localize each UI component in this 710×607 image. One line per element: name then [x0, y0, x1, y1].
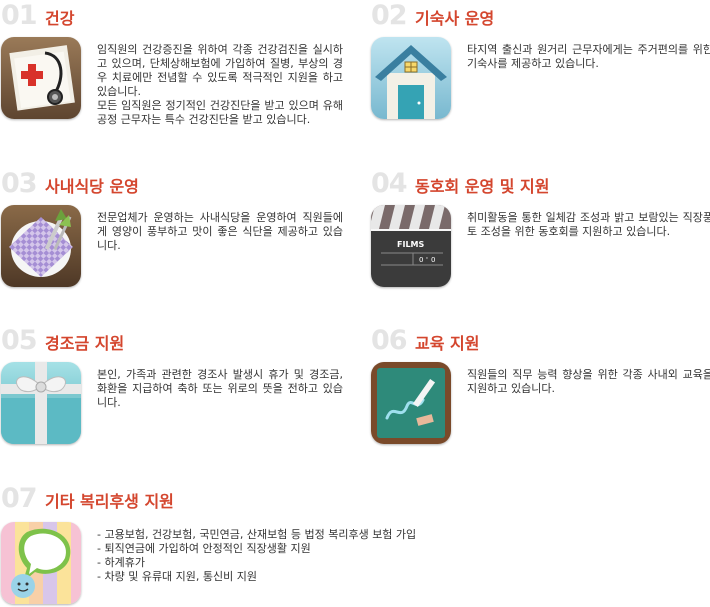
section-title: 사내식당 운영 [45, 177, 139, 196]
house-icon [371, 37, 451, 119]
section-number: 03 [1, 168, 38, 199]
list-item: - 차량 및 유류대 지원, 통신비 지원 [97, 570, 258, 583]
desc-paragraph: 직원들의 직무 능력 향상을 위한 각종 사내외 교육을 지원하고 있습니다. [467, 368, 710, 395]
desc-paragraph: 본인, 가족과 관련한 경조사 발생시 휴가 및 경조금, 화환을 지급하여 축… [97, 368, 343, 409]
section-number: 01 [1, 0, 38, 31]
take-number: 0 [431, 256, 435, 264]
section-title: 건강 [45, 9, 75, 28]
dining-plate-icon [1, 205, 81, 287]
scene-separator: ' [426, 256, 428, 264]
section-title: 교육 지원 [415, 334, 480, 353]
list-item: - 퇴직연금에 가입하여 안정적인 직장생활 지원 [97, 542, 311, 555]
desc-paragraph: 전문업체가 운영하는 사내식당을 운영하여 직원들에게 영양이 풍부하고 맛이 … [97, 211, 343, 252]
section-number: 07 [1, 483, 38, 514]
section-number: 02 [371, 0, 408, 31]
section-description: 타지역 출신과 원거리 근무자에게는 주거편의를 위한 기숙사를 제공하고 있습… [467, 43, 710, 71]
section-description: 전문업체가 운영하는 사내식당을 운영하여 직원들에게 영양이 풍부하고 맛이 … [97, 211, 343, 253]
section-description: 취미활동을 통한 일체감 조성과 밝고 보람있는 직장풍토 조성을 위한 동호회… [467, 211, 710, 239]
section-number: 06 [371, 325, 408, 356]
section-title: 기타 복리후생 지원 [45, 492, 174, 511]
section-title: 동호회 운영 및 지원 [415, 177, 550, 196]
desc-paragraph: 취미활동을 통한 일체감 조성과 밝고 보람있는 직장풍토 조성을 위한 동호회… [467, 211, 710, 238]
list-item: - 하계휴가 [97, 556, 145, 569]
films-label: FILMS [397, 240, 425, 249]
scene-number: 0 [419, 256, 423, 264]
film-clapper-icon: FILMS 0 ' 0 [371, 205, 451, 287]
section-description: 직원들의 직무 능력 향상을 위한 각종 사내외 교육을 지원하고 있습니다. [467, 368, 710, 396]
section-description: 본인, 가족과 관련한 경조사 발생시 휴가 및 경조금, 화환을 지급하여 축… [97, 368, 343, 410]
section-number: 04 [371, 168, 408, 199]
section-description: 임직원의 건강증진을 위하여 각종 건강검진을 실시하고 있으며, 단체상해보험… [97, 43, 343, 127]
medical-kit-icon [1, 37, 81, 119]
desc-paragraph: 타지역 출신과 원거리 근무자에게는 주거편의를 위한 기숙사를 제공하고 있습… [467, 43, 710, 70]
benefit-list: - 고용보험, 건강보험, 국민연금, 산재보험 등 법정 복리후생 보험 가입… [97, 528, 517, 584]
desc-paragraph: 임직원의 건강증진을 위하여 각종 건강검진을 실시하고 있으며, 단체상해보험… [97, 43, 343, 98]
list-item: - 고용보험, 건강보험, 국민연금, 산재보험 등 법정 복리후생 보험 가입 [97, 528, 417, 541]
section-title: 기숙사 운영 [415, 9, 495, 28]
section-number: 05 [1, 325, 38, 356]
desc-paragraph: 모든 임직원은 정기적인 건강진단을 받고 있으며 유해공정 근무자는 특수 건… [97, 99, 343, 126]
chat-bubble-icon [1, 522, 81, 604]
gift-box-icon [1, 362, 81, 444]
section-title: 경조금 지원 [45, 334, 125, 353]
chalkboard-icon [371, 362, 451, 444]
